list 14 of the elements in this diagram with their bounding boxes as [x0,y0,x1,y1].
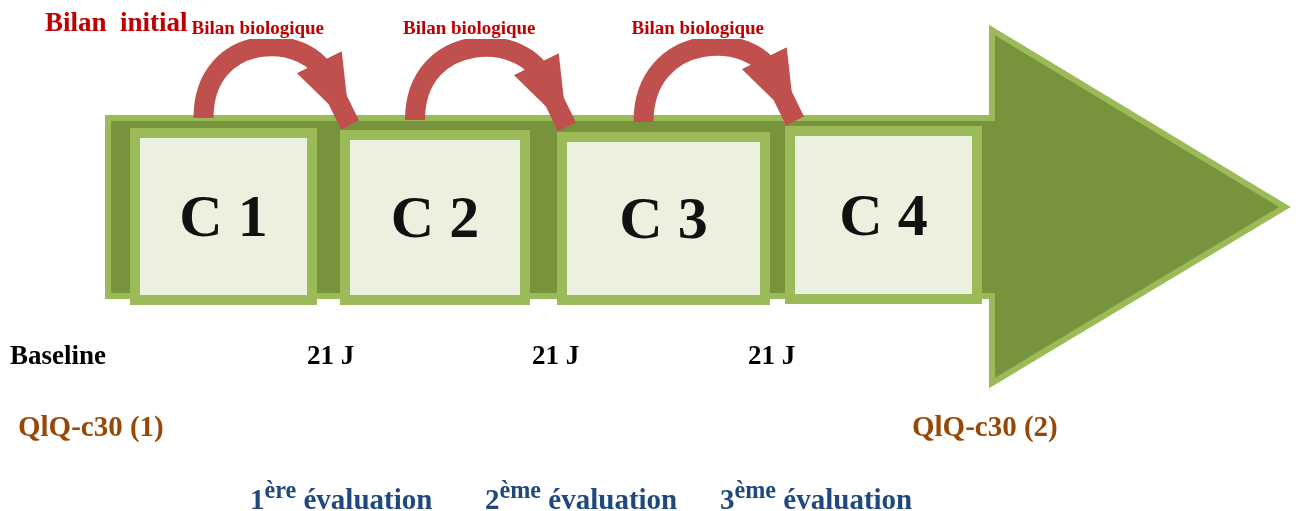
evaluation-label: 1$^{ère}$ évaluation [250,476,433,511]
evaluation-label: 3$^{ème}$ évaluation [720,476,913,511]
interval-label: 21 J [748,340,796,371]
cycle-box: C 1 [130,128,317,305]
cycle-box: C 3 [557,132,770,305]
evaluation-label: 2$^{ème}$ évaluation [485,476,678,511]
cycle-box: C 4 [785,126,982,304]
interval-label: 21 J [532,340,580,371]
time-label: Baseline [10,340,106,371]
questionnaire-label: QlQ-c30 (2) [912,410,1058,443]
heading: Bilan initial [45,7,188,38]
cycle-box: C 2 [340,130,530,305]
interval-label: 21 J [307,340,355,371]
questionnaire-label: QlQ-c30 (1) [18,410,164,443]
